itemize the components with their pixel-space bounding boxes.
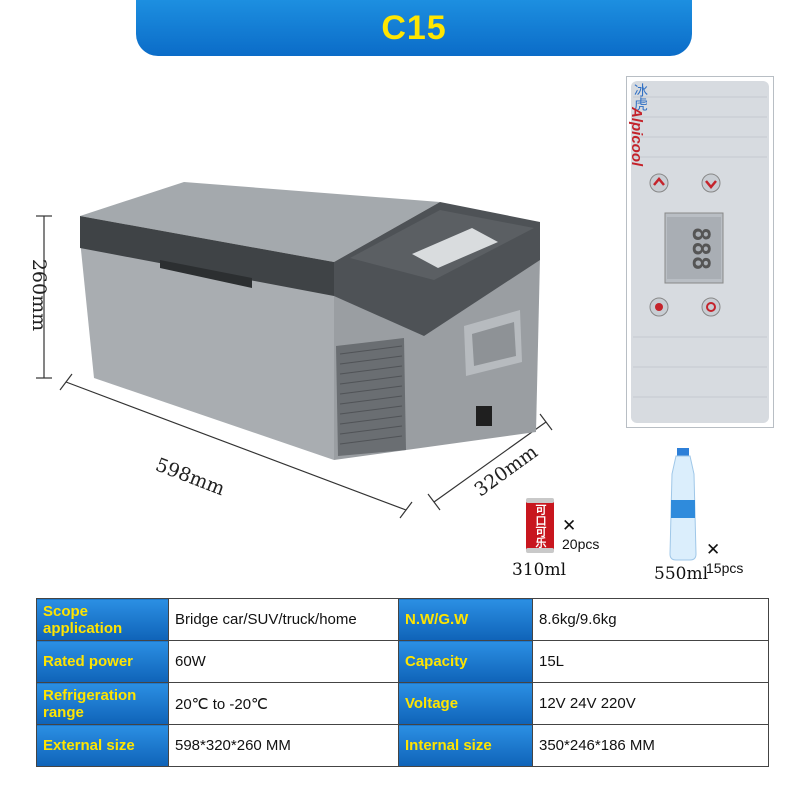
table-row: External size 598*320*260 MM Internal si… — [36, 724, 769, 767]
product-image: 260mm 598mm 320mm — [20, 81, 620, 530]
spec-label: Rated power — [36, 640, 169, 683]
bottle-volume: 550ml — [654, 564, 709, 584]
spec-value: 20℃ to -20℃ — [168, 682, 399, 725]
spec-label: Scope application — [36, 598, 169, 641]
spec-value: 350*246*186 MM — [532, 724, 769, 767]
spec-value: Bridge car/SUV/truck/home — [168, 598, 399, 641]
spec-label: Internal size — [398, 724, 533, 767]
can-icon — [526, 498, 554, 553]
spec-value: 12V 24V 220V — [532, 682, 769, 725]
can-brand-text: 可口可乐 — [534, 504, 546, 548]
spec-label: Refrigeration range — [36, 682, 169, 725]
bottle-icon — [669, 448, 697, 561]
control-panel-illustration — [631, 81, 769, 423]
spec-label: Voltage — [398, 682, 533, 725]
spec-label: N.W/G.W — [398, 598, 533, 641]
control-panel-image: 冰虎 Alpicool 888 — [626, 76, 774, 428]
can-quantity: 20pcs — [562, 536, 600, 552]
panel-brand: Alpicool — [628, 107, 645, 167]
table-row: Rated power 60W Capacity 15L — [36, 640, 769, 683]
table-row: Refrigeration range 20℃ to -20℃ Voltage … — [36, 682, 769, 725]
spec-value: 15L — [532, 640, 769, 683]
product-model-title: C15 — [381, 8, 447, 47]
bottle-item: ✕ 15pcs 550ml — [654, 446, 743, 584]
height-label: 260mm — [28, 258, 50, 332]
can-item: 可口可乐 ✕ 20pcs 310ml — [512, 496, 599, 580]
spec-value: 8.6kg/9.6kg — [532, 598, 769, 641]
panel-display-digits: 888 — [687, 227, 715, 271]
spec-value: 60W — [168, 640, 399, 683]
bottle-quantity: 15pcs — [706, 560, 744, 576]
spec-value: 598*320*260 MM — [168, 724, 399, 767]
multiply-icon: ✕ — [562, 516, 577, 535]
spec-label: Capacity — [398, 640, 533, 683]
can-volume: 310ml — [512, 560, 567, 580]
multiply-icon: ✕ — [706, 540, 721, 559]
title-banner: C15 — [136, 0, 692, 56]
table-row: Scope application Bridge car/SUV/truck/h… — [36, 598, 769, 641]
specs-table: Scope application Bridge car/SUV/truck/h… — [36, 598, 769, 767]
spec-label: External size — [36, 724, 169, 767]
panel-brand-cn: 冰虎 — [633, 83, 649, 111]
cooler-illustration — [36, 81, 553, 519]
